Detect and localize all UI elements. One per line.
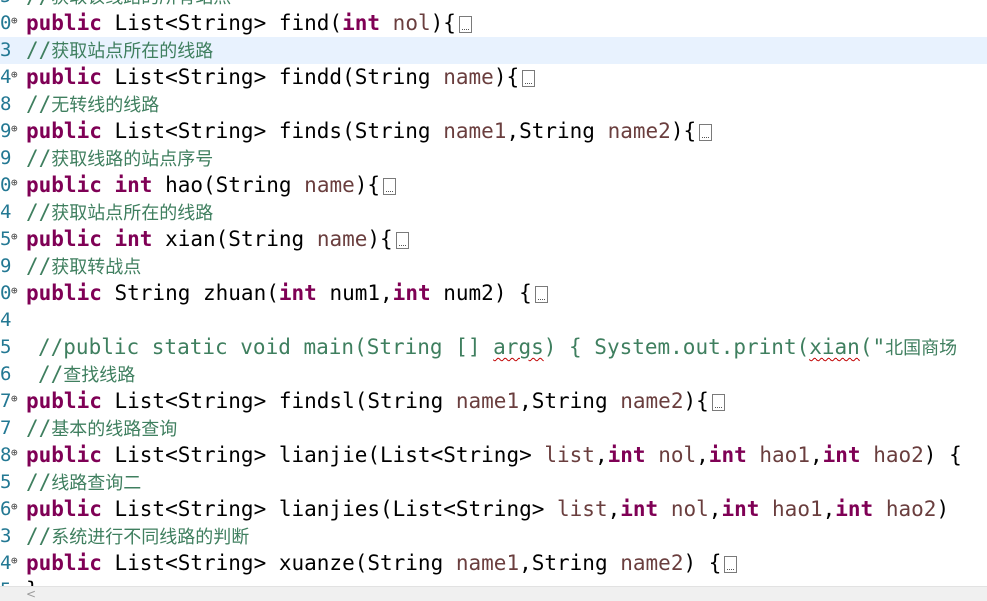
- line-number: 5: [0, 228, 12, 250]
- code-text: public List<String> find(int nol){: [26, 10, 472, 37]
- code-line[interactable]: 0⊕ public List<String> find(int nol){: [0, 10, 987, 37]
- line-number: 4: [0, 201, 12, 223]
- code-text: //获取该线路的所有站点: [26, 0, 231, 11]
- code-line[interactable]: 0⊕ public String zhuan(int num1,int num2)…: [0, 280, 987, 307]
- line-number: 5: [0, 471, 12, 493]
- plus-fold-icon[interactable]: ⊕: [11, 284, 18, 297]
- plus-fold-icon[interactable]: ⊕: [11, 554, 18, 567]
- plus-fold-icon[interactable]: ⊕: [11, 68, 18, 81]
- code-line[interactable]: 5}: [0, 577, 987, 586]
- code-line[interactable]: 4 //获取站点所在的线路: [0, 199, 987, 226]
- code-line[interactable]: 5 //获取该线路的所有站点: [0, 0, 987, 10]
- plus-fold-icon[interactable]: ⊕: [11, 176, 18, 189]
- line-number: 0: [0, 12, 12, 34]
- line-number: 4: [0, 66, 12, 88]
- code-text: public List<String> lianjies(List<String…: [26, 497, 950, 521]
- line-number: 9: [0, 120, 12, 142]
- collapsed-code-box-icon[interactable]: [383, 178, 397, 195]
- code-line[interactable]: 5⊕ public int xian(String name){: [0, 226, 987, 253]
- code-line[interactable]: 9 //获取转战点: [0, 253, 987, 280]
- code-line[interactable]: 8 //无转线的线路: [0, 91, 987, 118]
- code-text: //获取站点所在的线路: [26, 38, 214, 62]
- code-editor[interactable]: 5//获取该线路的所有站点0⊕public List<String> find(…: [0, 0, 987, 586]
- plus-fold-icon[interactable]: ⊕: [11, 122, 18, 135]
- code-text: //获取站点所在的线路: [26, 200, 214, 224]
- code-text: //系统进行不同线路的判断: [26, 524, 250, 548]
- code-line[interactable]: 4: [0, 307, 987, 334]
- line-number: 0: [0, 174, 12, 196]
- code-line[interactable]: 3 //获取站点所在的线路: [0, 37, 987, 64]
- code-text: //无转线的线路: [26, 92, 160, 116]
- code-text: public int hao(String name){: [26, 172, 397, 199]
- code-text: }: [26, 577, 39, 586]
- line-number: 5: [0, 0, 14, 10]
- spelling-warning: args: [493, 335, 544, 359]
- code-text: //获取转战点: [26, 254, 142, 278]
- code-text: //获取线路的站点序号: [26, 146, 214, 170]
- code-line[interactable]: 5 //public static void main(String [] arg…: [0, 334, 987, 361]
- code-line[interactable]: 7 //基本的线路查询: [0, 415, 987, 442]
- code-line[interactable]: 9 //获取线路的站点序号: [0, 145, 987, 172]
- code-line[interactable]: 4⊕ public List<String> findd(String name)…: [0, 64, 987, 91]
- code-text: public List<String> finds(String name1,S…: [26, 118, 713, 145]
- line-number: 6: [0, 498, 12, 520]
- code-line[interactable]: 4⊕ public List<String> xuanze(String name…: [0, 550, 987, 577]
- line-number: 4: [0, 552, 12, 574]
- line-number: 4: [0, 309, 12, 331]
- code-text: public List<String> xuanze(String name1,…: [26, 550, 738, 577]
- spelling-warning: xian: [809, 335, 860, 359]
- line-number: 9: [0, 255, 12, 277]
- code-line[interactable]: 7⊕ public List<String> findsl(String name…: [0, 388, 987, 415]
- line-number: 5: [0, 577, 14, 586]
- code-text: public String zhuan(int num1,int num2) {: [26, 280, 548, 307]
- code-text: //基本的线路查询: [26, 416, 178, 440]
- code-line[interactable]: 5 //线路查询二: [0, 469, 987, 496]
- code-line[interactable]: 0⊕ public int hao(String name){: [0, 172, 987, 199]
- line-number: 8: [0, 93, 12, 115]
- code-text: public List<String> lianjie(List<String>…: [26, 443, 962, 467]
- code-text: //线路查询二: [26, 470, 142, 494]
- plus-fold-icon[interactable]: ⊕: [11, 500, 18, 513]
- collapsed-code-box-icon[interactable]: [699, 124, 713, 141]
- plus-fold-icon[interactable]: ⊕: [11, 392, 18, 405]
- collapsed-code-box-icon[interactable]: [395, 232, 409, 249]
- plus-fold-icon[interactable]: ⊕: [11, 14, 18, 27]
- line-number: 8: [0, 444, 12, 466]
- code-line[interactable]: 6⊕ public List<String> lianjies(List<Stri…: [0, 496, 987, 523]
- line-number: 7: [0, 417, 12, 439]
- line-number: 3: [0, 525, 12, 547]
- plus-fold-icon[interactable]: ⊕: [11, 446, 18, 459]
- collapsed-code-box-icon[interactable]: [522, 70, 536, 87]
- code-line[interactable]: 9⊕ public List<String> finds(String name1…: [0, 118, 987, 145]
- code-text: public int xian(String name){: [26, 226, 409, 253]
- line-number: 3: [0, 39, 12, 61]
- line-number: 5: [0, 336, 12, 358]
- collapsed-code-box-icon[interactable]: [724, 556, 738, 573]
- code-line[interactable]: 6 //查找线路: [0, 361, 987, 388]
- plus-fold-icon[interactable]: ⊕: [11, 230, 18, 243]
- line-number: 6: [0, 363, 12, 385]
- code-text: //查找线路: [38, 362, 136, 386]
- line-number: 7: [0, 390, 12, 412]
- horizontal-scrollbar[interactable]: <: [0, 586, 987, 601]
- code-line[interactable]: 8⊕ public List<String> lianjie(List<Strin…: [0, 442, 987, 469]
- collapsed-code-box-icon[interactable]: [534, 286, 548, 303]
- collapsed-code-box-icon[interactable]: [711, 394, 725, 411]
- code-text: //public static void main(String [] args…: [38, 335, 958, 359]
- scroll-left-arrow-icon[interactable]: <: [26, 587, 37, 601]
- collapsed-code-box-icon[interactable]: [458, 16, 472, 33]
- line-number: 0: [0, 282, 12, 304]
- code-line[interactable]: 3 //系统进行不同线路的判断: [0, 523, 987, 550]
- code-text: public List<String> findd(String name){: [26, 64, 536, 91]
- code-text: public List<String> findsl(String name1,…: [26, 388, 725, 415]
- line-number: 9: [0, 147, 12, 169]
